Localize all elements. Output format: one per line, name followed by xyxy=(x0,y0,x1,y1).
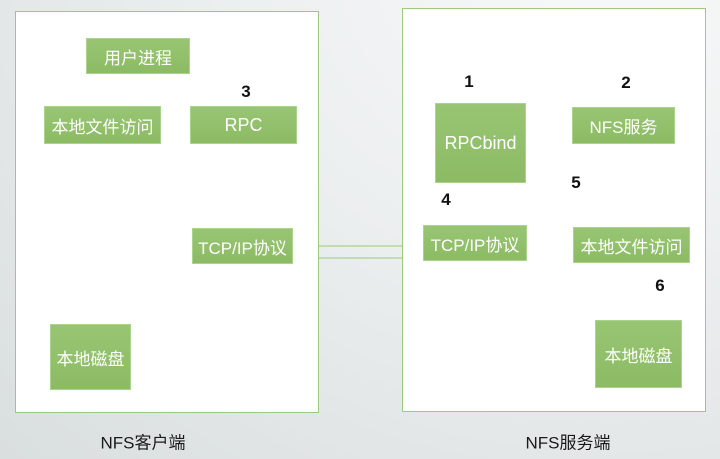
node-server-local-disk: 本地磁盘 xyxy=(595,320,682,388)
step-label-4: 4 xyxy=(441,190,451,209)
client-caption: NFS客户端 xyxy=(100,433,186,453)
node-client-local-file-access: 本地文件访问 xyxy=(44,106,161,144)
node-user-process: 用户进程 xyxy=(86,38,190,74)
node-server-tcpip: TCP/IP协议 xyxy=(423,225,527,261)
step-label-3: 3 xyxy=(241,82,251,101)
node-rpcbind: RPCbind xyxy=(435,103,526,183)
server-caption: NFS服务端 xyxy=(525,433,611,453)
node-rpc: RPC xyxy=(190,106,297,144)
node-client-tcpip: TCP/IP协议 xyxy=(192,228,293,264)
step-label-1: 1 xyxy=(464,72,474,91)
step-label-5: 5 xyxy=(571,173,581,192)
step-label-6: 6 xyxy=(655,276,665,295)
node-client-local-disk: 本地磁盘 xyxy=(50,324,131,390)
node-server-local-file-access: 本地文件访问 xyxy=(573,227,690,263)
step-label-2: 2 xyxy=(621,73,631,92)
node-nfs-service: NFS服务 xyxy=(572,107,675,144)
